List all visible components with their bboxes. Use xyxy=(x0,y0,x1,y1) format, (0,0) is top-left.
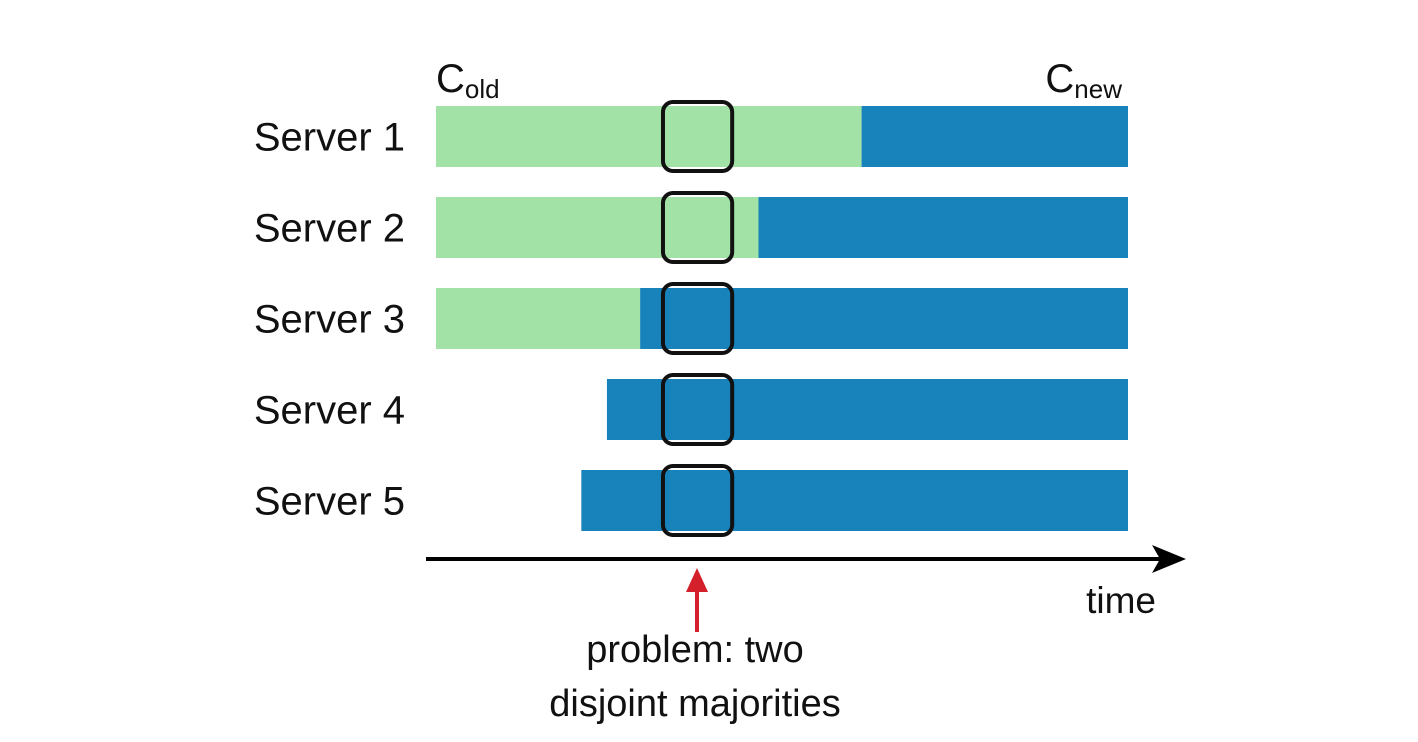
new-config-bar xyxy=(758,197,1128,258)
c-new-base: C xyxy=(1045,57,1074,101)
server-rows: Server 1 Server 2 Server 3 Server 4 Server 5 xyxy=(254,106,1128,531)
c-new-label: Cnew xyxy=(1045,57,1122,104)
server-row: Server 1 xyxy=(254,106,1128,167)
server-label: Server 3 xyxy=(254,298,405,342)
time-axis-label: time xyxy=(1086,580,1156,621)
server-row: Server 5 xyxy=(254,470,1128,531)
new-config-bar xyxy=(640,288,1128,349)
highlight-box xyxy=(660,282,735,355)
server-label: Server 2 xyxy=(254,207,405,251)
highlight-box xyxy=(660,191,735,264)
server-row: Server 4 xyxy=(254,379,1128,440)
annotation-line-1: problem: two xyxy=(586,629,804,671)
new-config-bar xyxy=(606,379,1128,440)
highlight-window xyxy=(660,100,735,537)
highlight-box xyxy=(660,464,735,537)
annotation-arrow-head xyxy=(686,568,708,592)
server-row: Server 2 xyxy=(254,197,1128,258)
highlight-box xyxy=(660,373,735,446)
old-config-bar xyxy=(436,197,759,258)
server-label: Server 1 xyxy=(254,116,405,160)
old-config-bar xyxy=(436,106,862,167)
c-new-subscript: new xyxy=(1074,74,1122,104)
new-config-bar xyxy=(861,106,1128,167)
server-label: Server 5 xyxy=(254,480,405,524)
server-row: Server 3 xyxy=(254,288,1128,349)
new-config-bar xyxy=(581,470,1128,531)
time-axis-arrowhead xyxy=(1152,545,1186,573)
c-old-base: C xyxy=(436,57,465,101)
highlight-box xyxy=(660,100,735,173)
old-config-bar xyxy=(436,288,641,349)
server-label: Server 4 xyxy=(254,389,405,433)
c-old-label: Cold xyxy=(436,57,500,104)
annotation-line-2: disjoint majorities xyxy=(549,683,840,725)
c-old-subscript: old xyxy=(465,74,500,104)
